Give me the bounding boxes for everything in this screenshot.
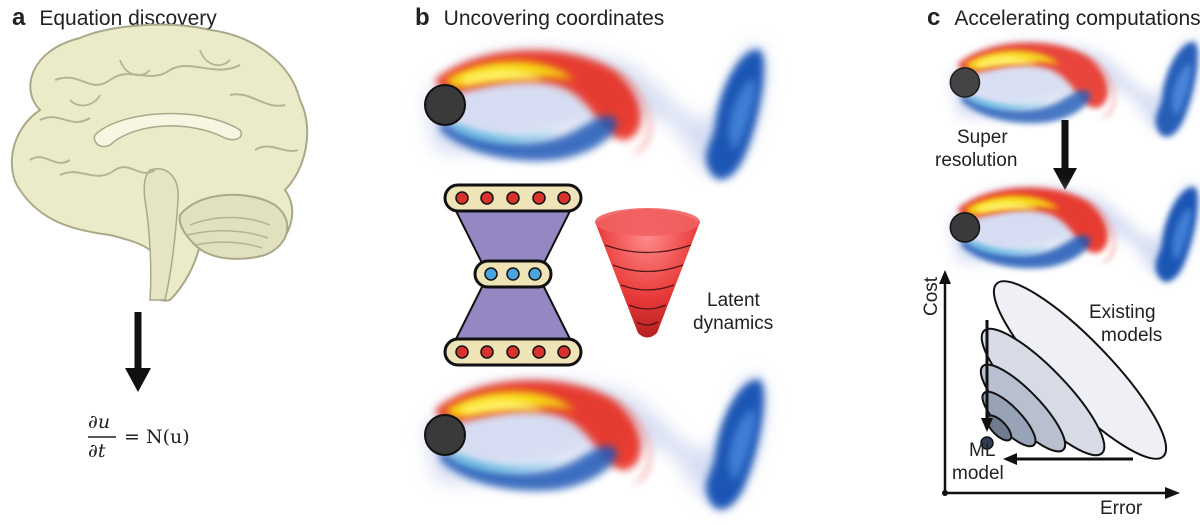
brain-icon <box>0 0 395 525</box>
existing-models-line1: Existing <box>1089 302 1156 324</box>
vortex-flow-icon <box>425 45 766 180</box>
down-arrow-icon <box>1053 120 1077 190</box>
existing-models-line2: models <box>1101 325 1162 347</box>
equation-rhs: = N(u) <box>124 426 190 448</box>
ml-model-line2: model <box>952 463 1004 485</box>
panel-c-graphics <box>915 0 1200 525</box>
panel-b-graphics <box>395 0 915 525</box>
vortex-flow-icon <box>950 183 1199 281</box>
x-axis-label: Error <box>1100 498 1142 520</box>
super-resolution-line2: resolution <box>935 150 1017 172</box>
latent-label-line1: Latent <box>707 290 760 312</box>
y-axis-label: Cost <box>921 277 943 316</box>
vortex-flow-icon <box>425 375 766 510</box>
autoencoder-icon <box>445 185 581 365</box>
cone-icon <box>595 208 700 338</box>
equation-denominator: ∂t <box>88 440 105 462</box>
ml-model-line1: ML <box>969 440 995 462</box>
latent-label-line2: dynamics <box>693 313 773 335</box>
equation-numerator: ∂u <box>88 411 110 433</box>
super-resolution-line1: Super <box>957 127 1008 149</box>
down-arrow-icon <box>125 312 151 392</box>
vortex-flow-icon <box>950 38 1199 136</box>
